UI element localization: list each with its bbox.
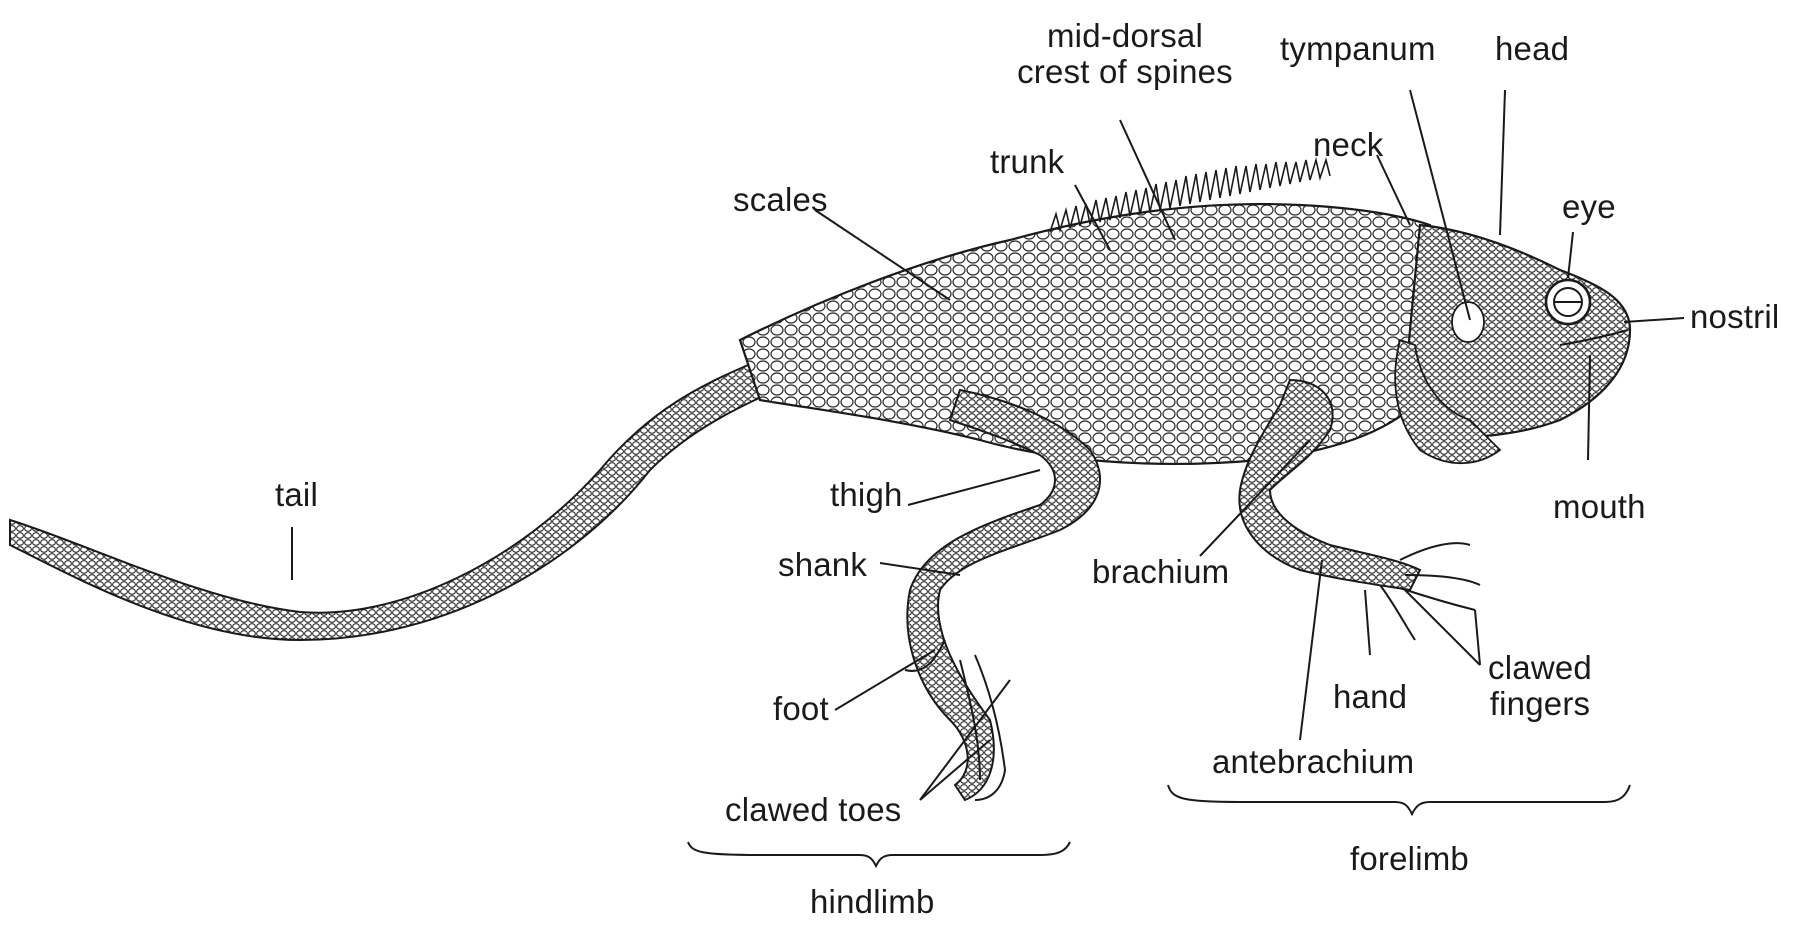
crest-label-line1: mid-dorsal — [990, 18, 1260, 54]
hindlimb-shape — [907, 390, 1100, 800]
clawed-fingers-line1: clawed — [1480, 650, 1600, 686]
head-label: head — [1495, 32, 1569, 65]
tail-shape — [10, 360, 800, 640]
crest-label-line2: crest of spines — [990, 54, 1260, 90]
hand-label: hand — [1333, 680, 1407, 713]
eye-label: eye — [1562, 190, 1616, 223]
clawed-fingers-label: clawed fingers — [1480, 650, 1600, 723]
eye-shape — [1546, 280, 1590, 324]
antebrachium-label: antebrachium — [1212, 745, 1414, 778]
tympanum-label: tympanum — [1280, 32, 1436, 65]
mid-dorsal-crest-label: mid-dorsal crest of spines — [990, 18, 1260, 91]
hindlimb-label: hindlimb — [810, 885, 935, 918]
fore-fingers — [1380, 543, 1480, 640]
foot-label: foot — [773, 692, 829, 725]
forelimb-brace — [1168, 785, 1630, 814]
clawed-toes-label: clawed toes — [725, 793, 901, 826]
trunk-label: trunk — [990, 145, 1064, 178]
brachium-label: brachium — [1092, 555, 1229, 588]
tail-label: tail — [275, 478, 318, 511]
clawed-fingers-line2: fingers — [1480, 686, 1600, 722]
shank-label: shank — [778, 548, 867, 581]
forelimb-label: forelimb — [1350, 842, 1469, 875]
thigh-label: thigh — [830, 478, 903, 511]
nostril-label: nostril — [1690, 300, 1779, 333]
mouth-label: mouth — [1553, 490, 1646, 523]
hindlimb-brace — [688, 842, 1070, 866]
tympanum-shape — [1452, 302, 1484, 342]
trunk-shape — [740, 204, 1440, 464]
scales-label: scales — [733, 183, 828, 216]
neck-label: neck — [1313, 128, 1384, 161]
